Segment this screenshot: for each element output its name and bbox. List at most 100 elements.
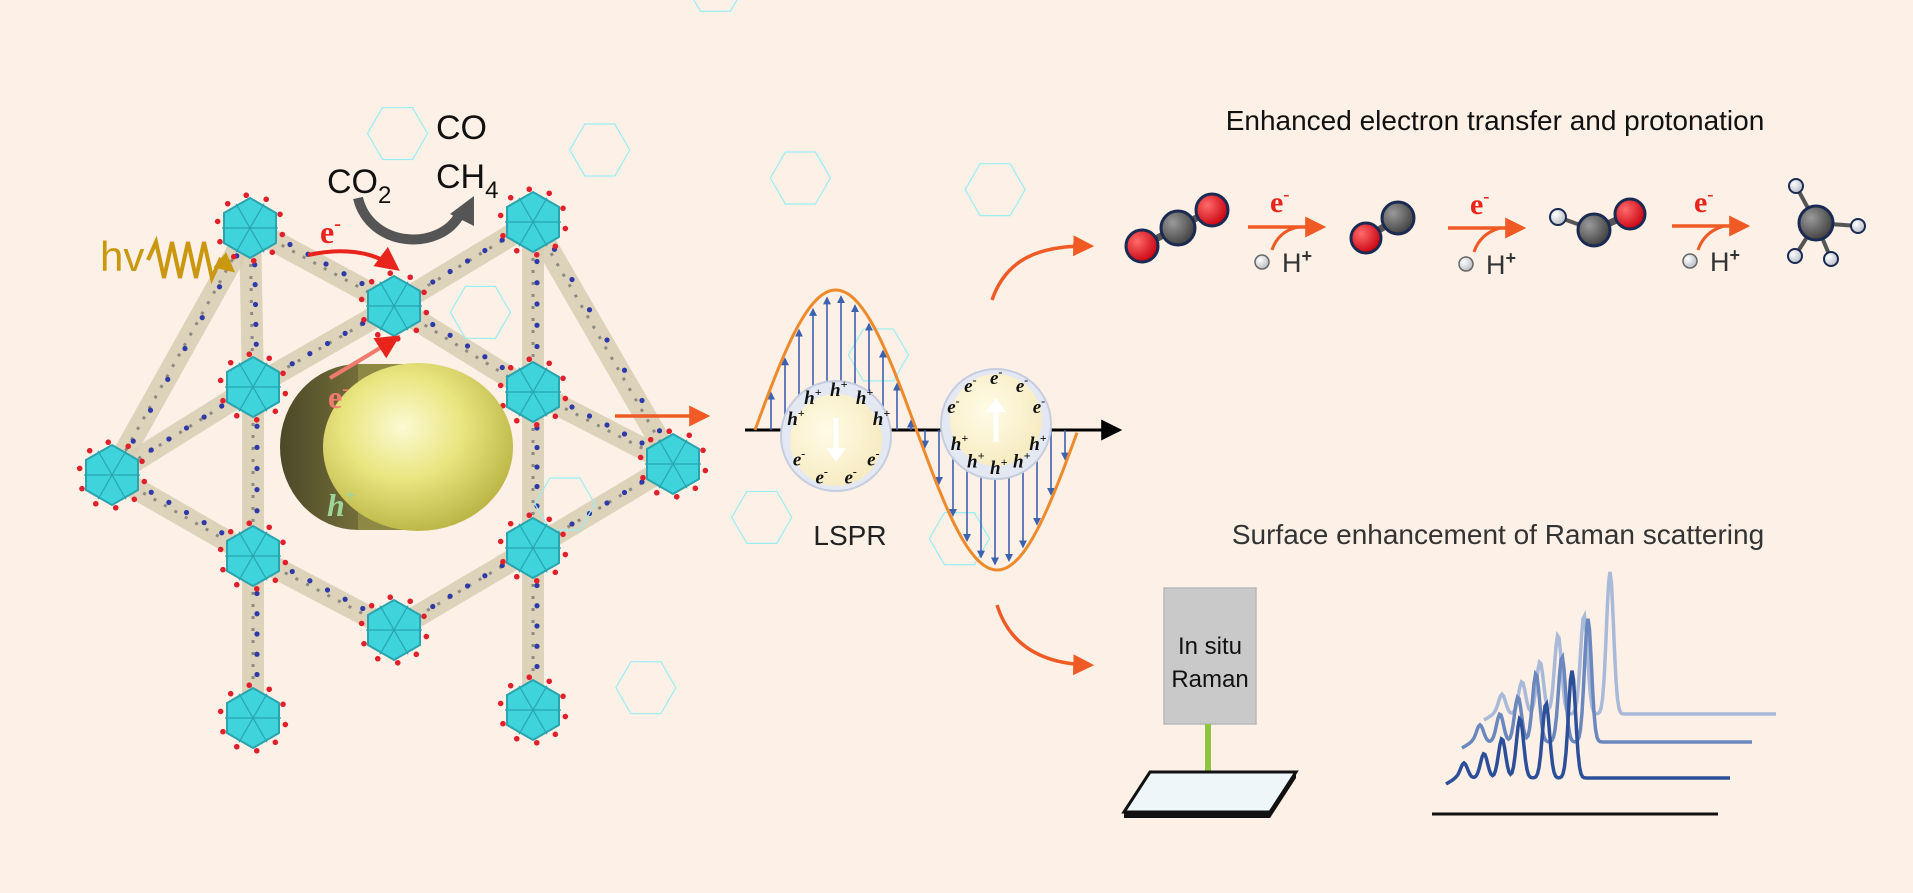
mof-nitrogen-atom — [219, 530, 225, 536]
electron-transfer-arrow-icon — [307, 246, 400, 271]
mof-nitrogen-atom — [219, 403, 225, 409]
co2-molecule — [1124, 192, 1230, 264]
mof-nitrogen-atom — [534, 582, 540, 589]
mof-nitrogen-atom — [307, 351, 313, 357]
mof-nitrogen-atom — [534, 603, 540, 609]
mof-nitrogen-atom — [254, 465, 260, 472]
branch-arrow-bottom-icon — [995, 604, 1095, 676]
mof-nitrogen-atom — [586, 413, 593, 419]
hole-charges-bottom: h+h+h+h+h+ — [951, 431, 1047, 479]
hole-charge: h+ — [990, 455, 1008, 479]
mof-nitrogen-atom — [569, 276, 575, 283]
mof-nitrogen-atom — [342, 596, 348, 602]
hole-charges-top: h+h+h+h+h+ — [787, 377, 890, 430]
mof-nitrogen-atom — [447, 593, 453, 599]
co-molecule — [1349, 200, 1416, 255]
conversion-arrow-icon — [353, 196, 465, 245]
hole-charge: h+ — [951, 431, 969, 455]
mof-nitrogen-atom — [534, 343, 540, 350]
mof-nitrogen-atom — [534, 643, 540, 649]
mof-nitrogen-atom — [430, 279, 436, 285]
mof-nitrogen-atom — [569, 521, 575, 527]
mof-nitrogen-atom — [447, 332, 453, 338]
mof-nitrogen-atom — [253, 321, 259, 327]
hole-charge: h+ — [830, 377, 848, 401]
hv-label: hv — [100, 233, 144, 280]
zr-cluster-node — [217, 661, 677, 754]
mof-nitrogen-atom — [639, 479, 645, 485]
mof-nitrogen-atom — [621, 431, 628, 437]
mof-nitrogen-atom — [147, 407, 154, 413]
electron-charge: e- — [947, 394, 959, 418]
electron-injection-arrow-icon — [328, 335, 401, 380]
hole-charge: h+ — [967, 449, 985, 473]
raman-panel: Surface enhancement of Raman scattering … — [1121, 519, 1776, 818]
mof-nitrogen-atom — [621, 489, 628, 496]
mof-nitrogen-atom — [604, 337, 610, 343]
zr-cluster-node — [217, 477, 596, 592]
mof-nitrogen-atom — [252, 301, 259, 308]
mof-nitrogen-atom — [254, 590, 260, 597]
protonation-step-3: e- H+ — [1672, 184, 1751, 277]
raman-spectrum-light — [1483, 571, 1776, 722]
mof-nitrogen-atom — [482, 573, 488, 579]
instrument-label-line1: In situ — [1178, 633, 1242, 660]
mof-nitrogen-atom — [534, 464, 540, 470]
mof-nitrogen-atom — [534, 301, 540, 307]
hole-charge: h+ — [804, 385, 822, 409]
mof-nitrogen-atom — [254, 423, 260, 429]
mof-nitrogen-atom — [621, 367, 628, 373]
electron-charge: e- — [867, 447, 879, 471]
mof-nitrogen-atom — [254, 611, 260, 617]
mof-nitrogen-atom — [534, 483, 540, 490]
electron-charge: e- — [816, 465, 828, 489]
zr-cluster-node — [497, 0, 747, 258]
mof-nitrogen-atom — [254, 671, 260, 678]
electron-charge: e- — [964, 373, 976, 397]
mof-nitrogen-atom — [656, 428, 663, 434]
mof-nitrogen-atom — [307, 578, 313, 584]
raman-spectrum-dark — [1445, 670, 1730, 786]
polarization-down-icon — [826, 448, 846, 462]
mof-nitrogen-atom — [253, 341, 259, 347]
step-proton-label: H+ — [1710, 245, 1740, 277]
zr-cluster-node — [214, 106, 429, 264]
electron-charge: e- — [844, 465, 856, 489]
mof-nitrogen-atom — [359, 280, 365, 287]
mof-nitrogen-atom — [604, 422, 610, 428]
mof-nitrogen-atom — [464, 258, 471, 264]
instrument-label-line2: Raman — [1171, 666, 1248, 693]
hole-charge: h+ — [1013, 449, 1031, 473]
mof-nitrogen-atom — [324, 340, 331, 347]
mof-nitrogen-atom — [289, 361, 295, 367]
mof-nitrogen-atom — [254, 651, 260, 657]
mof-nitrogen-atom — [289, 568, 295, 575]
lspr-diagram: h+h+h+h+h+ e-e-e-e- e-e-e-e-e- h+h+h+h+h… — [745, 288, 1123, 572]
mof-nitrogen-atom — [166, 499, 172, 505]
mof-nitrogen-atom — [534, 280, 540, 286]
raman-instrument: In situ Raman — [1121, 587, 1299, 818]
mof-nitrogen-atom — [254, 508, 260, 514]
mof-nitrogen-atom — [130, 438, 136, 444]
mof-nitrogen-atom — [165, 376, 171, 382]
mof-nitrogen-atom — [534, 258, 540, 265]
mof-nitrogen-atom — [216, 284, 223, 290]
zr-cluster-node — [358, 490, 793, 666]
mof-framework — [76, 0, 1026, 754]
mof-nitrogen-atom — [252, 282, 258, 288]
mof-nitrogen-atom — [499, 237, 505, 243]
mof-nitrogen-atom — [586, 307, 593, 313]
mof-nitrogen-atom — [342, 330, 348, 336]
mof-nitrogen-atom — [201, 520, 207, 526]
mof-nitrogen-atom — [254, 444, 260, 450]
mof-nitrogen-atom — [287, 241, 293, 248]
step-electron-label: e- — [1694, 184, 1713, 219]
proton-icon — [1682, 253, 1698, 269]
raman-spectra — [1432, 571, 1776, 816]
electron-charge: e- — [1016, 373, 1028, 397]
protonation-step-2: e- H+ — [1448, 186, 1527, 280]
co2-label: CO2 — [327, 163, 391, 209]
conversion-arrowhead-icon — [450, 196, 474, 226]
mof-nitrogen-atom — [148, 489, 154, 495]
mof-nitrogen-atom — [534, 623, 540, 629]
